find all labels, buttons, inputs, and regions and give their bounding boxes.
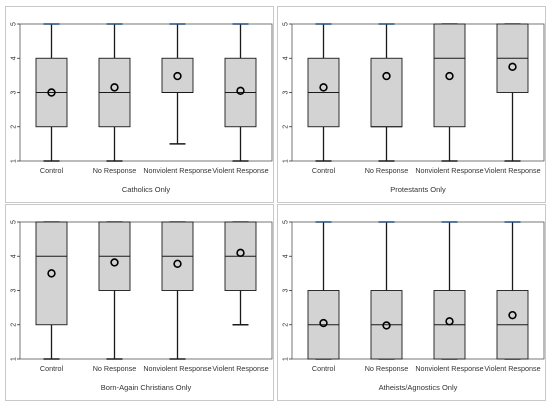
- y-tick-label: 3: [283, 288, 290, 292]
- box-group: [307, 23, 340, 162]
- mean-marker: [382, 321, 391, 330]
- y-tick-label: 2: [283, 125, 290, 129]
- y-tick-label: 3: [11, 288, 18, 292]
- x-tick-label: Control: [40, 166, 64, 175]
- x-tick-label: Control: [312, 166, 336, 175]
- x-axis-title: Born-Again Christians Only: [101, 383, 192, 392]
- y-tick-label: 1: [283, 159, 290, 163]
- y-tick-label: 5: [11, 220, 18, 224]
- y-tick-label: 1: [11, 159, 18, 163]
- mean-marker: [110, 83, 119, 92]
- box-iqr: [370, 57, 403, 128]
- box-group: [98, 221, 131, 360]
- x-tick-label: No Response: [365, 364, 409, 373]
- x-tick-label: Nonviolent Response: [415, 166, 483, 175]
- box-group: [370, 23, 403, 162]
- box-group: [433, 23, 466, 162]
- y-tick-label: 3: [11, 90, 18, 94]
- x-tick-label: No Response: [365, 166, 409, 175]
- box-group: [161, 23, 194, 145]
- mean-marker: [236, 86, 245, 95]
- x-tick-label: No Response: [93, 364, 137, 373]
- x-axis-title: Atheists/Agnostics Only: [379, 383, 458, 392]
- box-iqr: [35, 221, 68, 326]
- mean-marker: [236, 248, 245, 258]
- panel-border: [277, 204, 546, 401]
- y-tick-label: 1: [283, 357, 290, 361]
- box-group: [496, 23, 529, 162]
- box-group: [496, 221, 529, 360]
- mean-marker: [110, 258, 119, 267]
- mean-marker: [508, 62, 517, 72]
- mean-marker: [445, 71, 454, 81]
- y-tick-label: 5: [283, 220, 290, 224]
- y-tick-label: 4: [11, 56, 18, 60]
- box-iqr: [433, 23, 466, 128]
- y-tick-label: 1: [11, 357, 18, 361]
- x-tick-label: Nonviolent Response: [143, 364, 211, 373]
- mean-marker: [508, 310, 517, 320]
- x-axis-title: Catholics Only: [122, 185, 171, 194]
- x-tick-label: Violent Response: [212, 364, 268, 373]
- x-axis-title: Protestants Only: [390, 185, 446, 194]
- x-tick-label: No Response: [93, 166, 137, 175]
- mean-marker: [319, 83, 328, 92]
- x-tick-label: Nonviolent Response: [415, 364, 483, 373]
- box-iqr: [161, 57, 194, 93]
- mean-marker: [173, 259, 182, 268]
- mean-marker: [445, 317, 454, 326]
- x-tick-label: Control: [312, 364, 336, 373]
- mean-marker: [47, 269, 56, 278]
- y-tick-label: 4: [11, 254, 18, 258]
- box-group: [224, 23, 257, 162]
- y-tick-label: 2: [11, 125, 18, 129]
- y-tick-label: 4: [283, 56, 290, 60]
- box-group: [98, 23, 131, 162]
- y-tick-label: 2: [283, 323, 290, 327]
- panel-border: [5, 204, 274, 401]
- box-group: [224, 221, 257, 326]
- y-tick-label: 5: [283, 22, 290, 26]
- mean-marker: [47, 88, 56, 97]
- box-group: [433, 221, 466, 360]
- x-tick-label: Nonviolent Response: [143, 166, 211, 175]
- panel-border: [5, 6, 274, 203]
- mean-marker: [173, 71, 182, 81]
- y-tick-label: 4: [283, 254, 290, 258]
- x-tick-label: Violent Response: [212, 166, 268, 175]
- y-tick-label: 5: [11, 22, 18, 26]
- box-group: [307, 221, 340, 360]
- mean-marker: [319, 318, 328, 328]
- y-tick-label: 2: [11, 323, 18, 327]
- box-group: [161, 221, 194, 360]
- x-tick-label: Control: [40, 364, 64, 373]
- y-tick-label: 3: [283, 90, 290, 94]
- x-tick-label: Violent Response: [484, 364, 540, 373]
- panel-border: [277, 6, 546, 203]
- box-group: [370, 221, 403, 360]
- x-tick-label: Violent Response: [484, 166, 540, 175]
- box-group: [35, 23, 68, 162]
- mean-marker: [382, 71, 391, 81]
- box-group: [35, 221, 68, 360]
